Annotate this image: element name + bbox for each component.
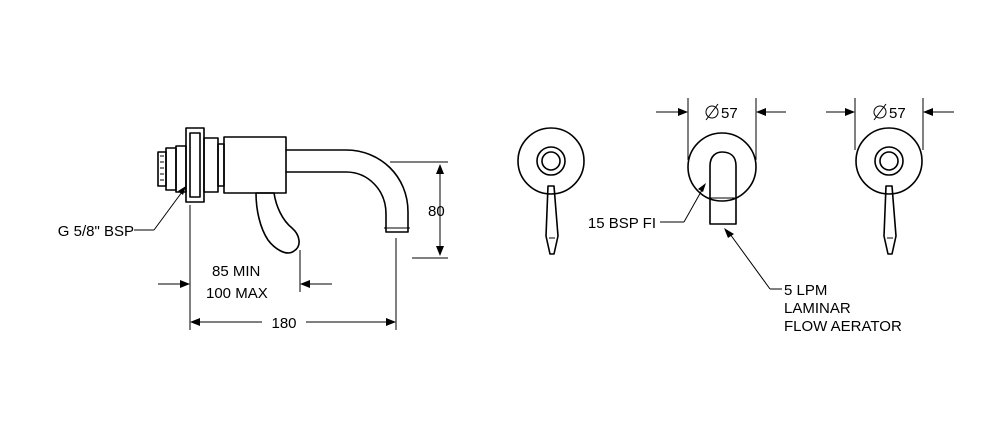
diameter-a-dimension (656, 98, 786, 160)
max-depth-label: 100 MAX (206, 285, 268, 302)
thread-leader (134, 186, 186, 231)
min-depth-label: 85 MIN (212, 263, 260, 280)
thread-right-label: 15 BSP FI (588, 215, 656, 232)
spout-front (709, 151, 737, 225)
front-view-mixer (517, 127, 585, 255)
thread-left-label: G 5/8" BSP (58, 223, 134, 240)
front-view-spout (687, 132, 757, 225)
spout-length-dimension (190, 238, 397, 330)
mixer-lever (545, 185, 559, 255)
spout-height-dimension (390, 161, 448, 259)
diameter-b-dimension (826, 98, 954, 150)
aerator-leader (724, 228, 782, 290)
valve-body (223, 136, 287, 194)
spout-height-label: 80 (428, 203, 445, 220)
front-view-mixer-2 (855, 127, 923, 255)
diameter-b-label: 57 (889, 105, 906, 122)
threaded-inlet (157, 145, 187, 193)
thread-right-leader (660, 183, 706, 223)
spout (285, 149, 409, 233)
spout-length-label: 180 (271, 315, 296, 332)
aerator-line-2: LAMINAR (784, 300, 851, 317)
side-view (157, 127, 410, 254)
wall-flange (185, 127, 225, 203)
aerator-line-3: FLOW AERATOR (784, 318, 902, 335)
lever-handle (255, 192, 300, 254)
mixer-lever-2 (883, 185, 897, 255)
depth-dimension (158, 205, 332, 330)
aerator-line-1: 5 LPM (784, 282, 827, 299)
diameter-a-label: 57 (721, 105, 738, 122)
